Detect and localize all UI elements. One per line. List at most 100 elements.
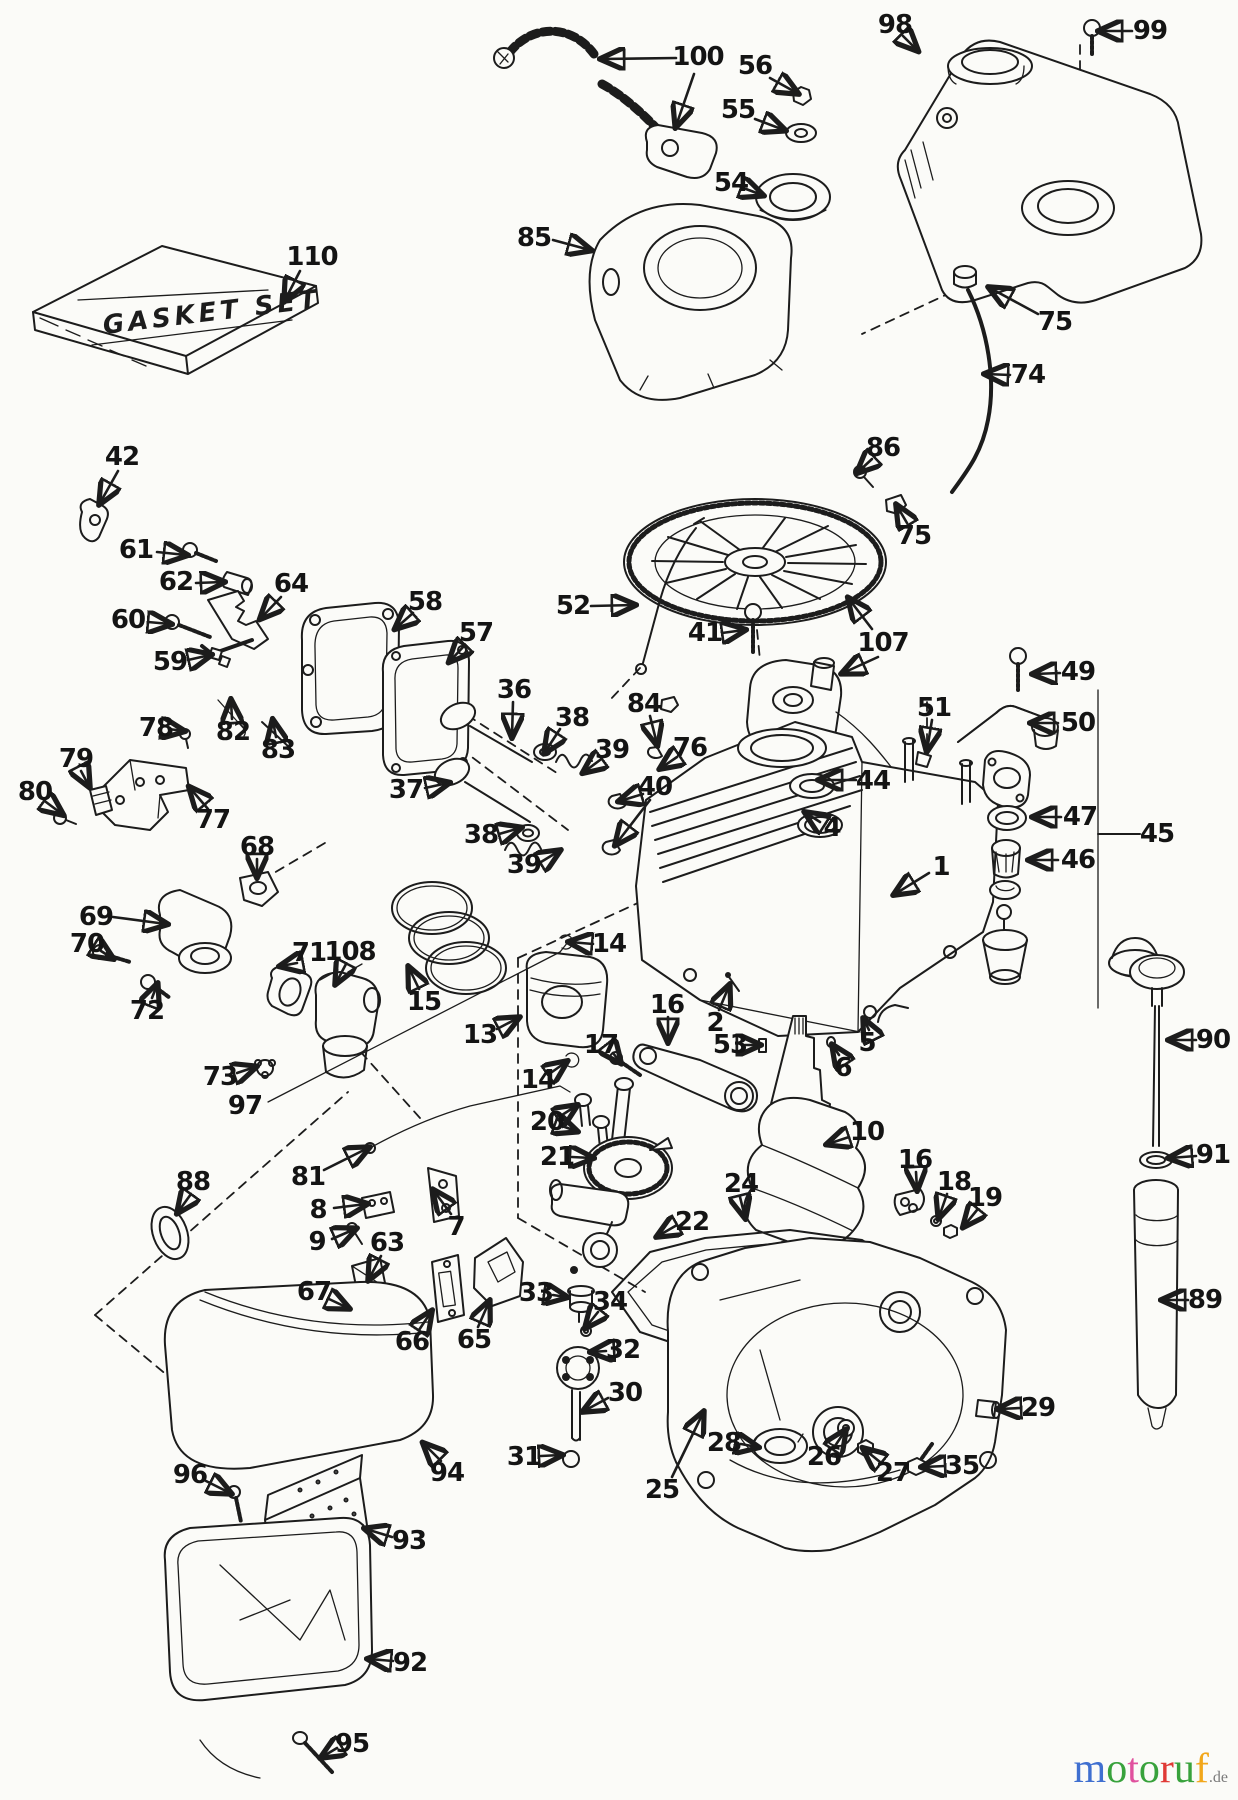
logo-letter: o	[1138, 1746, 1160, 1792]
part-label-95: 95	[334, 1729, 370, 1759]
part-label-46: 46	[1060, 845, 1096, 875]
part-label-2: 2	[706, 1008, 724, 1038]
part-label-57: 57	[458, 618, 494, 648]
part-label-20: 20	[529, 1107, 565, 1137]
leader-arrow-110	[285, 269, 300, 300]
part-label-77: 77	[195, 805, 231, 835]
part-label-24: 24	[723, 1169, 759, 1199]
leader-arrow-18	[939, 1194, 947, 1217]
leader-arrow-49	[1034, 673, 1062, 674]
starter-hardware-illustration	[755, 86, 831, 221]
part-label-10: 10	[849, 1117, 885, 1147]
part-label-83: 83	[260, 735, 296, 765]
leader-arrow-69	[111, 917, 166, 924]
part-label-59: 59	[152, 647, 188, 677]
leader-arrow-33	[553, 1295, 566, 1297]
part-label-55: 55	[720, 95, 756, 125]
leader-arrow-107	[843, 657, 880, 673]
leader-arrow-9	[332, 1229, 355, 1239]
starter-rope-illustration	[493, 26, 718, 179]
leader-arrow-65	[478, 1302, 489, 1329]
part-label-56: 56	[737, 51, 773, 81]
part-label-50: 50	[1060, 708, 1096, 738]
part-label-25: 25	[644, 1475, 680, 1505]
leader-arrow-40	[620, 794, 643, 801]
leader-arrow-14	[552, 1062, 566, 1072]
leader-arrow-30	[584, 1398, 608, 1411]
leader-arrow-70	[101, 951, 112, 958]
leader-arrow-6	[833, 1046, 839, 1055]
part-label-58: 58	[407, 587, 443, 617]
dipstick-illustration	[1129, 954, 1185, 1430]
leader-arrow-91	[1170, 1156, 1198, 1158]
air-cleaner-illustration	[163, 1280, 435, 1779]
leader-arrow-2	[719, 986, 729, 1010]
part-label-8: 8	[309, 1195, 327, 1225]
part-label-65: 65	[456, 1325, 492, 1355]
part-label-108: 108	[324, 937, 376, 967]
part-label-42: 42	[104, 442, 140, 472]
logo-letter: u	[1173, 1746, 1195, 1792]
leader-arrow-56	[768, 78, 797, 93]
leader-arrow-100	[676, 72, 696, 126]
motoruf-logo-letters: motoruf	[1074, 1746, 1209, 1792]
leader-arrow-71	[281, 963, 297, 966]
leader-arrow-108	[336, 964, 346, 983]
leader-arrow-60	[148, 622, 170, 624]
leader-arrow-39	[541, 851, 559, 862]
part-label-29: 29	[1020, 1393, 1056, 1423]
logo-letter: o	[1106, 1746, 1128, 1792]
leader-arrow-78	[169, 729, 183, 731]
part-label-53: 53	[712, 1030, 748, 1060]
leader-arrow-16	[916, 1172, 917, 1189]
part-label-18: 18	[936, 1167, 972, 1197]
part-label-38: 38	[554, 703, 590, 733]
leader-arrow-31	[541, 1455, 561, 1456]
leader-arrow-100	[602, 58, 678, 59]
leader-arrow-72	[152, 985, 157, 998]
leader-arrow-21	[572, 1157, 592, 1158]
part-label-16: 16	[649, 990, 685, 1020]
leader-arrow-61	[155, 552, 186, 555]
motoruf-logo[interactable]: motoruf.de	[1058, 1748, 1228, 1799]
leader-arrow-37	[425, 783, 448, 788]
part-label-37: 37	[388, 775, 424, 805]
valve-train-illustration	[217, 696, 679, 857]
part-label-92: 92	[392, 1648, 428, 1678]
part-label-5: 5	[858, 1028, 876, 1058]
part-label-98: 98	[877, 10, 913, 40]
part-label-94: 94	[429, 1458, 465, 1488]
part-label-74: 74	[1010, 360, 1046, 390]
part-label-52: 52	[555, 591, 591, 621]
part-label-63: 63	[369, 1228, 405, 1258]
leader-arrow-92	[369, 1659, 395, 1661]
leader-arrow-8	[332, 1204, 366, 1208]
leader-arrow-42	[100, 469, 118, 503]
part-label-21: 21	[539, 1142, 575, 1172]
leader-arrow-79	[81, 771, 89, 786]
part-label-27: 27	[875, 1458, 911, 1488]
part-label-13: 13	[462, 1020, 498, 1050]
leader-arrow-63	[369, 1256, 381, 1279]
leader-arrow-84	[650, 714, 657, 744]
part-label-75: 75	[896, 521, 932, 551]
leader-arrow-86	[858, 459, 872, 472]
logo-letter: t	[1127, 1746, 1139, 1792]
part-label-75: 75	[1037, 307, 1073, 337]
leader-arrow-28	[741, 1444, 757, 1447]
part-label-6: 6	[834, 1053, 852, 1083]
part-label-19: 19	[967, 1183, 1003, 1213]
leader-arrow-62	[194, 582, 223, 583]
leader-arrow-20	[562, 1106, 576, 1115]
part-label-16: 16	[897, 1145, 933, 1175]
leader-arrow-35	[923, 1466, 945, 1467]
leader-arrow-22	[658, 1225, 677, 1236]
logo-letter: m	[1073, 1746, 1107, 1792]
part-label-69: 69	[78, 902, 114, 932]
leader-arrow-88	[178, 1194, 191, 1212]
leader-arrow-59	[188, 655, 210, 660]
part-label-86: 86	[865, 433, 901, 463]
leader-arrow-64	[261, 597, 281, 618]
part-label-1: 1	[932, 852, 950, 882]
part-label-36: 36	[496, 675, 532, 705]
